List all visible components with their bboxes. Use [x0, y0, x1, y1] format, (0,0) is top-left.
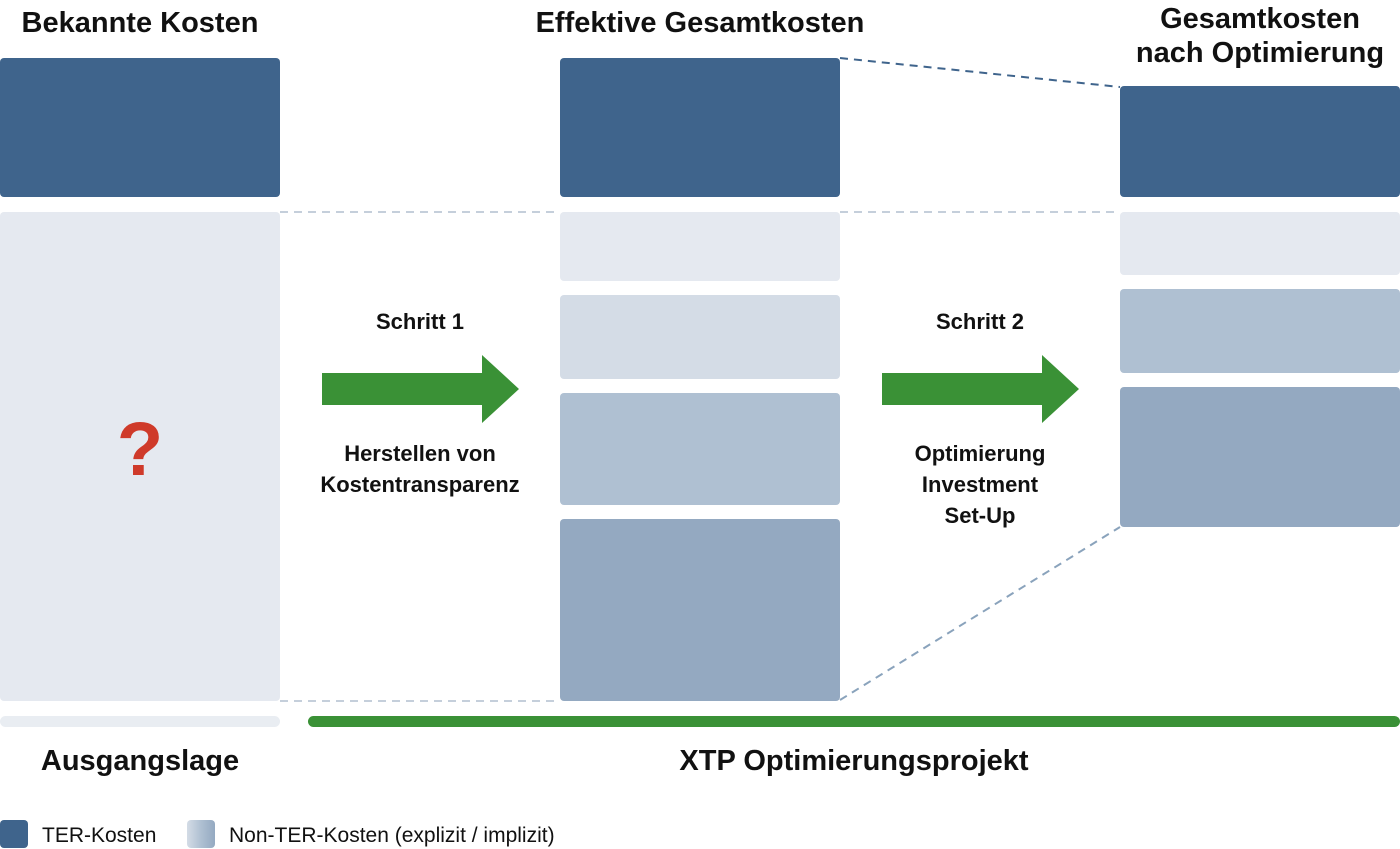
- legend-ter-swatch: [0, 820, 28, 848]
- project-bar: [308, 716, 1400, 727]
- optimized-costs-title-line1: Gesamtkosten: [1160, 3, 1360, 35]
- step1-description-line1: Herstellen von: [344, 441, 496, 466]
- optimized-ter-box: [1120, 86, 1400, 197]
- legend-non-ter-swatch: [187, 820, 215, 848]
- known-unknown-box: [0, 212, 280, 701]
- effective-non-ter-4: [560, 519, 840, 701]
- baseline-bar: [0, 716, 280, 727]
- optimized-costs-title: Gesamtkosten nach Optimierung: [1110, 2, 1400, 70]
- baseline-label: Ausgangslage: [40, 745, 240, 777]
- optimized-non-ter-1: [1120, 212, 1400, 275]
- dashed-line-top-ter: [839, 57, 1121, 88]
- optimized-non-ter-2: [1120, 289, 1400, 373]
- effective-non-ter-3: [560, 393, 840, 505]
- known-costs-title: Bekannte Kosten: [21, 7, 259, 39]
- step2-label: Schritt 2: [935, 309, 1025, 334]
- effective-non-ter-2: [560, 295, 840, 379]
- step1-label: Schritt 1: [375, 309, 465, 334]
- optimized-costs-title-line2: nach Optimierung: [1135, 37, 1385, 69]
- step1-description: Herstellen von Kostentransparenz: [290, 438, 550, 500]
- optimized-non-ter-3: [1120, 387, 1400, 527]
- step2-description-line2: Investment: [921, 472, 1039, 497]
- step2-description-line1: Optimierung: [914, 441, 1046, 466]
- effective-non-ter-1: [560, 212, 840, 281]
- legend-ter-label: TER-Kosten: [42, 824, 157, 847]
- effective-ter-box: [560, 58, 840, 197]
- step1-description-line2: Kostentransparenz: [320, 472, 520, 497]
- step2-description: Optimierung Investment Set-Up: [860, 438, 1100, 531]
- project-label: XTP Optimierungsprojekt: [679, 745, 1029, 777]
- known-ter-box: [0, 58, 280, 197]
- legend-non-ter-label: Non-TER-Kosten (explizit / implizit): [229, 824, 555, 847]
- question-mark: ?: [116, 407, 164, 492]
- effective-costs-title: Effektive Gesamtkosten: [535, 7, 865, 39]
- step2-description-line3: Set-Up: [944, 503, 1016, 528]
